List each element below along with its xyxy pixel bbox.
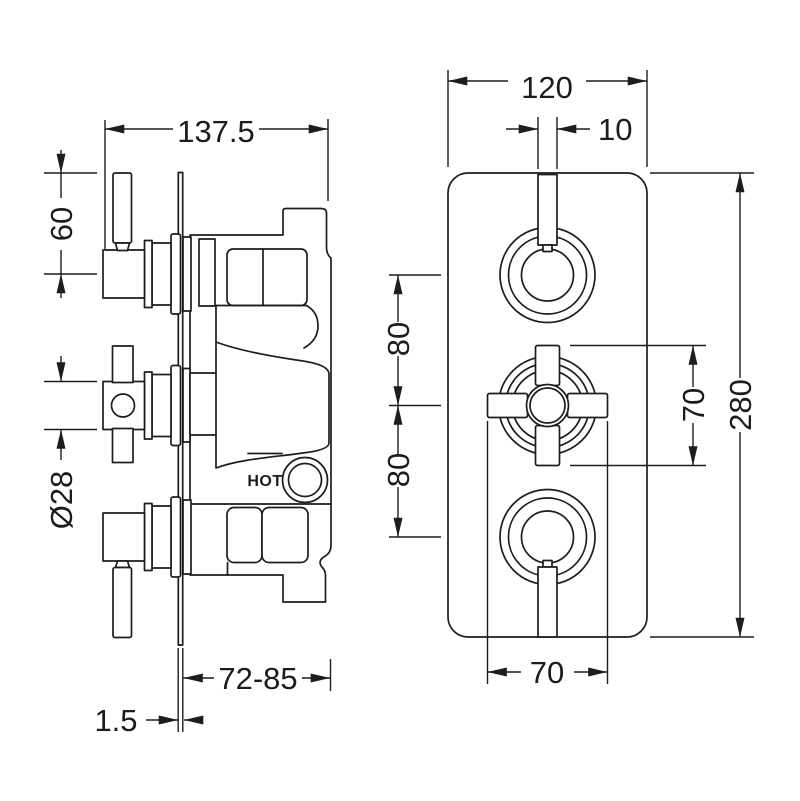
- bottom-cartridge-body: [102, 512, 146, 562]
- dim-cross-width: 70: [486, 421, 609, 690]
- top-lever-tab: [542, 244, 553, 253]
- cross-hub-inner: [529, 387, 566, 424]
- cross-arm-down: [534, 424, 561, 467]
- dim-plate-thickness: 1.5: [94, 648, 204, 738]
- lower-housing-left: [226, 506, 263, 564]
- bottom-lever-tab: [542, 559, 553, 568]
- top-cartridge-side: [102, 172, 182, 315]
- body-boss-curve: [303, 305, 319, 349]
- dim-depth-range: 72-85: [183, 659, 332, 696]
- cross-arm-right: [566, 392, 609, 419]
- upper-cartridge-housing: [226, 248, 308, 307]
- bottom-lever-front: [537, 566, 558, 638]
- bottom-trim-inner: [520, 510, 575, 564]
- dim-port-spacing: 80 80: [381, 274, 441, 538]
- cross-handle-front: [486, 344, 609, 467]
- side-view-dimensions: 137.5 60 Ø28 72-85: [44, 114, 332, 738]
- top-flange: [170, 233, 182, 315]
- dim-plate-height: 280: [650, 172, 758, 638]
- dim-value-plate-height: 280: [723, 379, 758, 431]
- lower-housing-right: [261, 506, 309, 564]
- cross-arm-up: [534, 344, 561, 387]
- mid-flange: [170, 364, 182, 447]
- bottom-flange: [170, 496, 182, 578]
- top-step: [182, 236, 192, 312]
- dim-value-handle-height: 60: [44, 207, 79, 241]
- dim-value-spacing-lower: 80: [381, 453, 416, 487]
- dim-cartridge-diameter: Ø28: [44, 356, 97, 529]
- dim-lever-width: 10: [506, 112, 632, 169]
- dim-value-lever-width: 10: [598, 112, 632, 147]
- hot-label: HOT: [247, 473, 282, 490]
- mid-connector: [189, 372, 218, 436]
- bottom-cartridge-side: [102, 496, 182, 639]
- front-view: [447, 172, 648, 638]
- dim-plate-width: 120: [447, 70, 648, 167]
- dim-cross-height: 70: [570, 344, 711, 467]
- mid-neck: [151, 373, 172, 438]
- dim-value-depth-range: 72-85: [218, 661, 297, 696]
- dim-handle-height: 60: [44, 150, 97, 298]
- cross-arm-up-side: [111, 345, 134, 384]
- top-neck: [151, 242, 172, 306]
- dim-overall-width: 137.5: [104, 114, 329, 249]
- bottom-neck: [151, 505, 172, 569]
- dim-value-cartridge-diameter: Ø28: [44, 471, 79, 530]
- top-cartridge-body: [102, 249, 146, 299]
- side-view: HOT: [102, 171, 332, 646]
- top-lever-side: [112, 172, 133, 244]
- middle-cartridge-side: [102, 345, 182, 464]
- dim-value-spacing-upper: 80: [381, 322, 416, 356]
- cross-hub-side: [110, 393, 136, 418]
- dim-value-plate-thickness: 1.5: [94, 703, 137, 738]
- upper-step-block: [198, 238, 216, 307]
- dim-value-cross-width: 70: [530, 655, 564, 690]
- top-lever-nub: [114, 242, 131, 252]
- dim-value-cross-height: 70: [676, 388, 711, 422]
- dim-value-overall-width: 137.5: [177, 114, 255, 149]
- mid-step: [182, 367, 191, 443]
- top-trim-inner: [520, 248, 575, 302]
- bottom-handle-front: [499, 488, 596, 638]
- top-handle-front: [499, 173, 596, 324]
- hot-port-inner: [287, 462, 323, 498]
- bottom-collar: [143, 502, 153, 572]
- bottom-lever-nub: [114, 560, 131, 569]
- bottom-lever-side: [112, 566, 133, 639]
- top-collar: [143, 239, 153, 309]
- mid-collar: [143, 371, 153, 440]
- front-view-dimensions: 120 10 80 80: [381, 70, 758, 690]
- bottom-step: [182, 499, 192, 575]
- dim-value-plate-width: 120: [521, 70, 573, 105]
- top-lever-front: [537, 173, 558, 246]
- cross-arm-down-side: [111, 427, 134, 464]
- cross-arm-left: [486, 392, 529, 419]
- mixer-bell: [215, 341, 330, 469]
